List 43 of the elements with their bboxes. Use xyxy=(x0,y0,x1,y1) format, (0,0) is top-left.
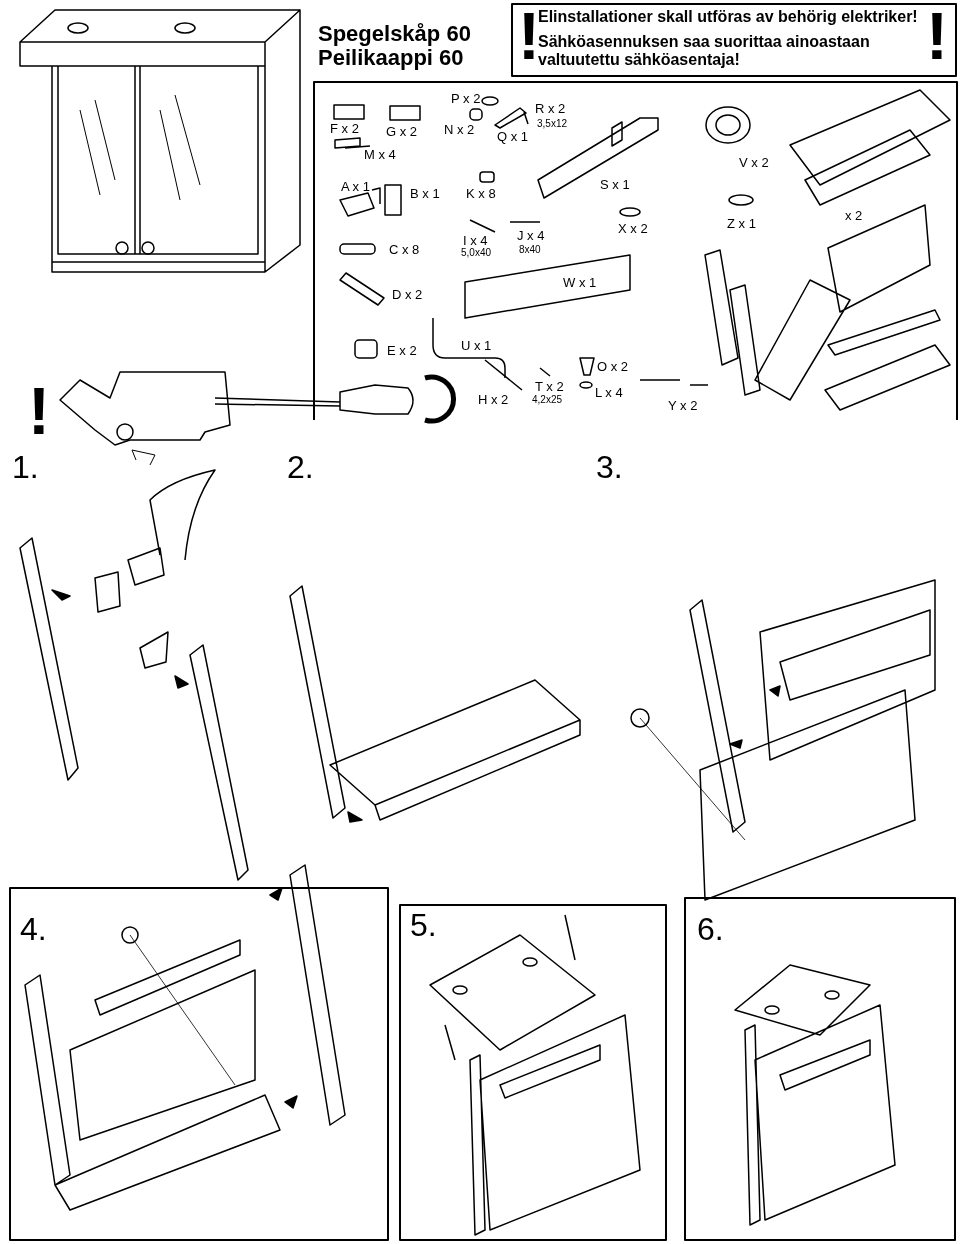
warning-text: Sähköasennuksen saa suorittaa ainoastaan valtuutettu sähköasentaja! xyxy=(538,33,871,70)
warning-text: Elinstallationer skall utföras av behörig elektriker! xyxy=(538,8,918,26)
part-label: F x 2 xyxy=(330,122,359,137)
part-label: S x 1 xyxy=(600,178,630,193)
part-label: R x 2 xyxy=(535,102,566,117)
part-label: A x 1 xyxy=(341,180,370,195)
size-label: 5,0x40 xyxy=(461,247,492,258)
part-label: E x 2 xyxy=(387,344,417,359)
exclamation-mark: ! xyxy=(28,375,50,448)
part-label: L x 4 xyxy=(595,386,623,401)
part-label: C x 8 xyxy=(389,243,420,258)
part-label: O x 2 xyxy=(597,360,629,375)
part-label: U x 1 xyxy=(461,339,492,354)
step-number: 6. xyxy=(697,912,724,948)
heading: Spegelskåp 60 xyxy=(318,22,471,47)
part-label: W x 1 xyxy=(563,276,597,291)
part-label: H x 2 xyxy=(478,393,509,408)
part-label: V x 2 xyxy=(739,156,769,171)
part-label: Y x 2 xyxy=(668,399,698,414)
part-label: B x 1 xyxy=(410,187,440,202)
part-label: N x 2 xyxy=(444,123,475,138)
step-number: 5. xyxy=(410,908,437,944)
part-label: D x 2 xyxy=(392,288,423,303)
part-label: Q x 1 xyxy=(497,130,529,145)
part-label: M x 4 xyxy=(364,148,396,163)
part-label: I x 4 xyxy=(463,234,488,248)
part-label: x 2 xyxy=(845,209,863,224)
part-label: J x 4 xyxy=(517,229,545,244)
step-number: 2. xyxy=(287,450,314,486)
size-label: 8x40 xyxy=(519,244,541,255)
part-label: G x 2 xyxy=(386,125,418,140)
part-label: T x 2 xyxy=(535,380,564,395)
size-label: 4,2x25 xyxy=(532,394,563,405)
step-number: 1. xyxy=(12,450,39,486)
step-number: 3. xyxy=(596,450,623,486)
part-label: P x 2 xyxy=(451,92,481,107)
exclamation-mark: ! xyxy=(926,0,948,73)
size-label: 3,5x12 xyxy=(537,118,568,129)
step-number: 4. xyxy=(20,912,47,948)
part-label: K x 8 xyxy=(466,187,496,202)
part-label: X x 2 xyxy=(618,222,648,237)
part-label: Z x 1 xyxy=(727,217,756,232)
heading: Peilikaappi 60 xyxy=(318,46,464,71)
